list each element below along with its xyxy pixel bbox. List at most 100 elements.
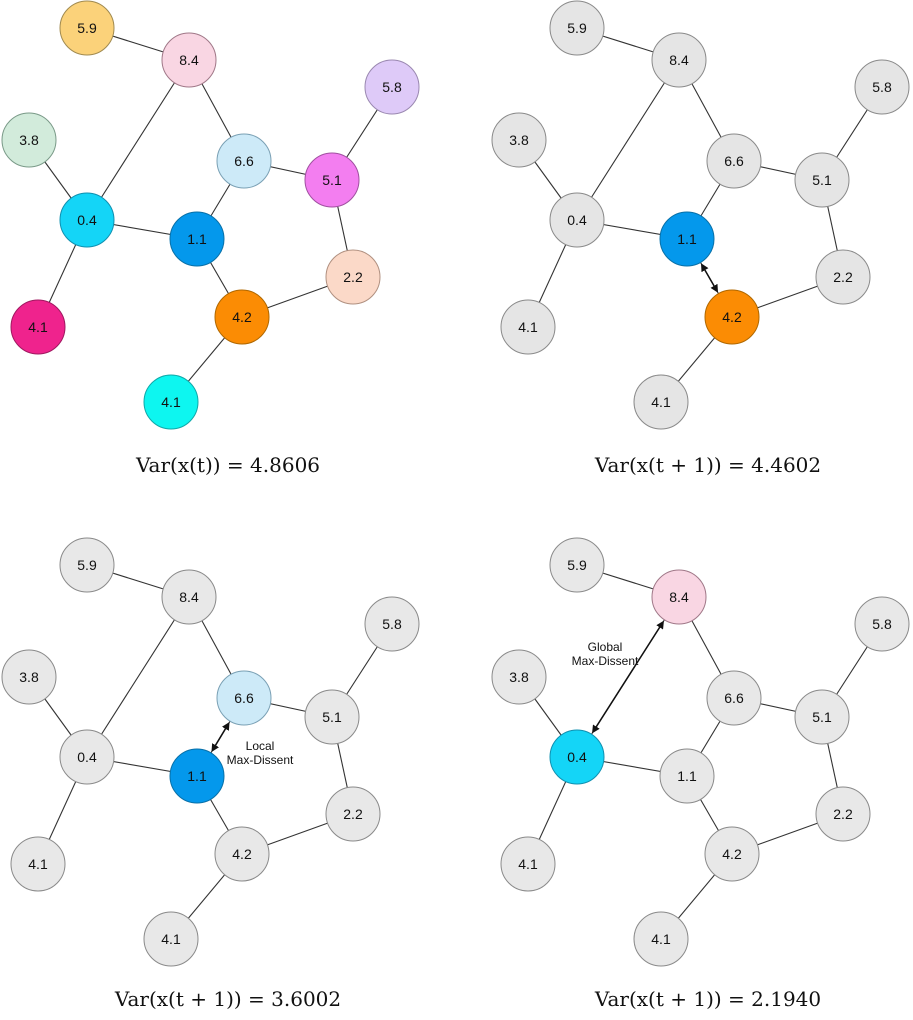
node-circle (59, 192, 115, 248)
node-value-label: 5.8 (382, 616, 402, 632)
node-circle (854, 596, 910, 652)
node-circle (704, 289, 760, 345)
node-value-label: 6.6 (234, 690, 254, 706)
node-circle (59, 537, 115, 593)
node-value-label: 6.6 (234, 153, 254, 169)
node-circle (549, 537, 605, 593)
graph-node: 1.1 (169, 748, 225, 804)
node-circle (1, 112, 57, 168)
graph-node: 8.4 (651, 32, 707, 88)
node-circle (549, 0, 605, 56)
graph-node: 5.1 (794, 689, 850, 745)
graph-node: 6.6 (216, 133, 272, 189)
graph-node: 8.4 (651, 569, 707, 625)
node-circle (1, 649, 57, 705)
node-circle (161, 32, 217, 88)
node-circle (304, 689, 360, 745)
node-circle (549, 192, 605, 248)
graph-node: 5.8 (364, 59, 420, 115)
node-circle (491, 649, 547, 705)
node-value-label: 3.8 (19, 132, 39, 148)
graph-node: 6.6 (706, 133, 762, 189)
double-arrow (700, 263, 719, 293)
node-circle (143, 374, 199, 430)
node-circle (633, 374, 689, 430)
node-circle (364, 596, 420, 652)
node-circle (500, 836, 556, 892)
node-circle (10, 299, 66, 355)
graph-node: 8.4 (161, 569, 217, 625)
double-arrow (211, 721, 230, 753)
variance-caption: Var(x(t + 1)) = 4.4602 (594, 453, 821, 477)
node-circle (794, 152, 850, 208)
node-value-label: 1.1 (677, 231, 697, 247)
node-circle (169, 748, 225, 804)
node-value-label: 5.9 (77, 557, 97, 573)
graph-node: 0.4 (59, 729, 115, 785)
graph-node: 4.1 (10, 299, 66, 355)
panel-b: Gossip5.98.45.83.86.65.10.41.12.24.14.24… (491, 0, 910, 477)
node-circle (304, 152, 360, 208)
graph-node: 5.1 (304, 689, 360, 745)
node-value-label: 5.9 (567, 557, 587, 573)
node-circle (659, 211, 715, 267)
graph-node: 0.4 (549, 192, 605, 248)
node-value-label: 3.8 (509, 132, 529, 148)
graph-node: 4.2 (704, 826, 760, 882)
node-value-label: 1.1 (677, 768, 697, 784)
node-value-label: 2.2 (343, 269, 363, 285)
node-value-label: 4.1 (651, 931, 671, 947)
graph-edge (86, 596, 190, 758)
node-circle (491, 112, 547, 168)
graph-node: 3.8 (491, 112, 547, 168)
node-value-label: 2.2 (833, 269, 853, 285)
node-value-label: 8.4 (669, 589, 689, 605)
graph-node: 2.2 (815, 249, 871, 305)
node-value-label: 5.1 (322, 709, 342, 725)
node-value-label: 4.2 (722, 309, 742, 325)
panel-a: 5.98.45.83.86.65.10.41.12.24.14.24.1 Var… (1, 0, 420, 477)
graph-node: 4.2 (704, 289, 760, 345)
node-value-label: 0.4 (567, 212, 587, 228)
node-circle (704, 826, 760, 882)
node-value-label: 0.4 (77, 749, 97, 765)
node-value-label: 4.1 (518, 319, 538, 335)
node-value-label: 6.6 (724, 690, 744, 706)
node-value-label: 1.1 (187, 231, 207, 247)
node-value-label: 6.6 (724, 153, 744, 169)
node-value-label: 5.1 (812, 172, 832, 188)
node-value-label: 4.2 (232, 846, 252, 862)
graph-node: 5.9 (549, 0, 605, 56)
graph-node: 4.1 (500, 836, 556, 892)
node-value-label: 4.1 (518, 856, 538, 872)
node-circle (10, 836, 66, 892)
node-value-label: 3.8 (19, 669, 39, 685)
node-circle (651, 32, 707, 88)
graph-node: 1.1 (659, 211, 715, 267)
node-value-label: 4.1 (651, 394, 671, 410)
graph-node: 2.2 (325, 249, 381, 305)
graph-node: 0.4 (549, 729, 605, 785)
node-value-label: 4.2 (232, 309, 252, 325)
graph-node: 4.1 (143, 911, 199, 967)
node-circle (794, 689, 850, 745)
node-value-label: 5.8 (382, 79, 402, 95)
node-circle (549, 729, 605, 785)
graph-node: 1.1 (169, 211, 225, 267)
node-circle (815, 249, 871, 305)
node-circle (659, 748, 715, 804)
node-value-label: 4.1 (161, 931, 181, 947)
node-value-label: 2.2 (833, 806, 853, 822)
node-circle (854, 59, 910, 115)
node-circle (706, 670, 762, 726)
node-value-label: 2.2 (343, 806, 363, 822)
graph-node: 6.6 (216, 670, 272, 726)
graph-node: 4.1 (143, 374, 199, 430)
graph-node: 6.6 (706, 670, 762, 726)
node-circle (214, 289, 270, 345)
variance-caption: Var(x(t + 1)) = 2.1940 (594, 987, 821, 1011)
node-value-label: 5.1 (322, 172, 342, 188)
node-value-label: 8.4 (669, 52, 689, 68)
graph-node: 5.8 (854, 596, 910, 652)
